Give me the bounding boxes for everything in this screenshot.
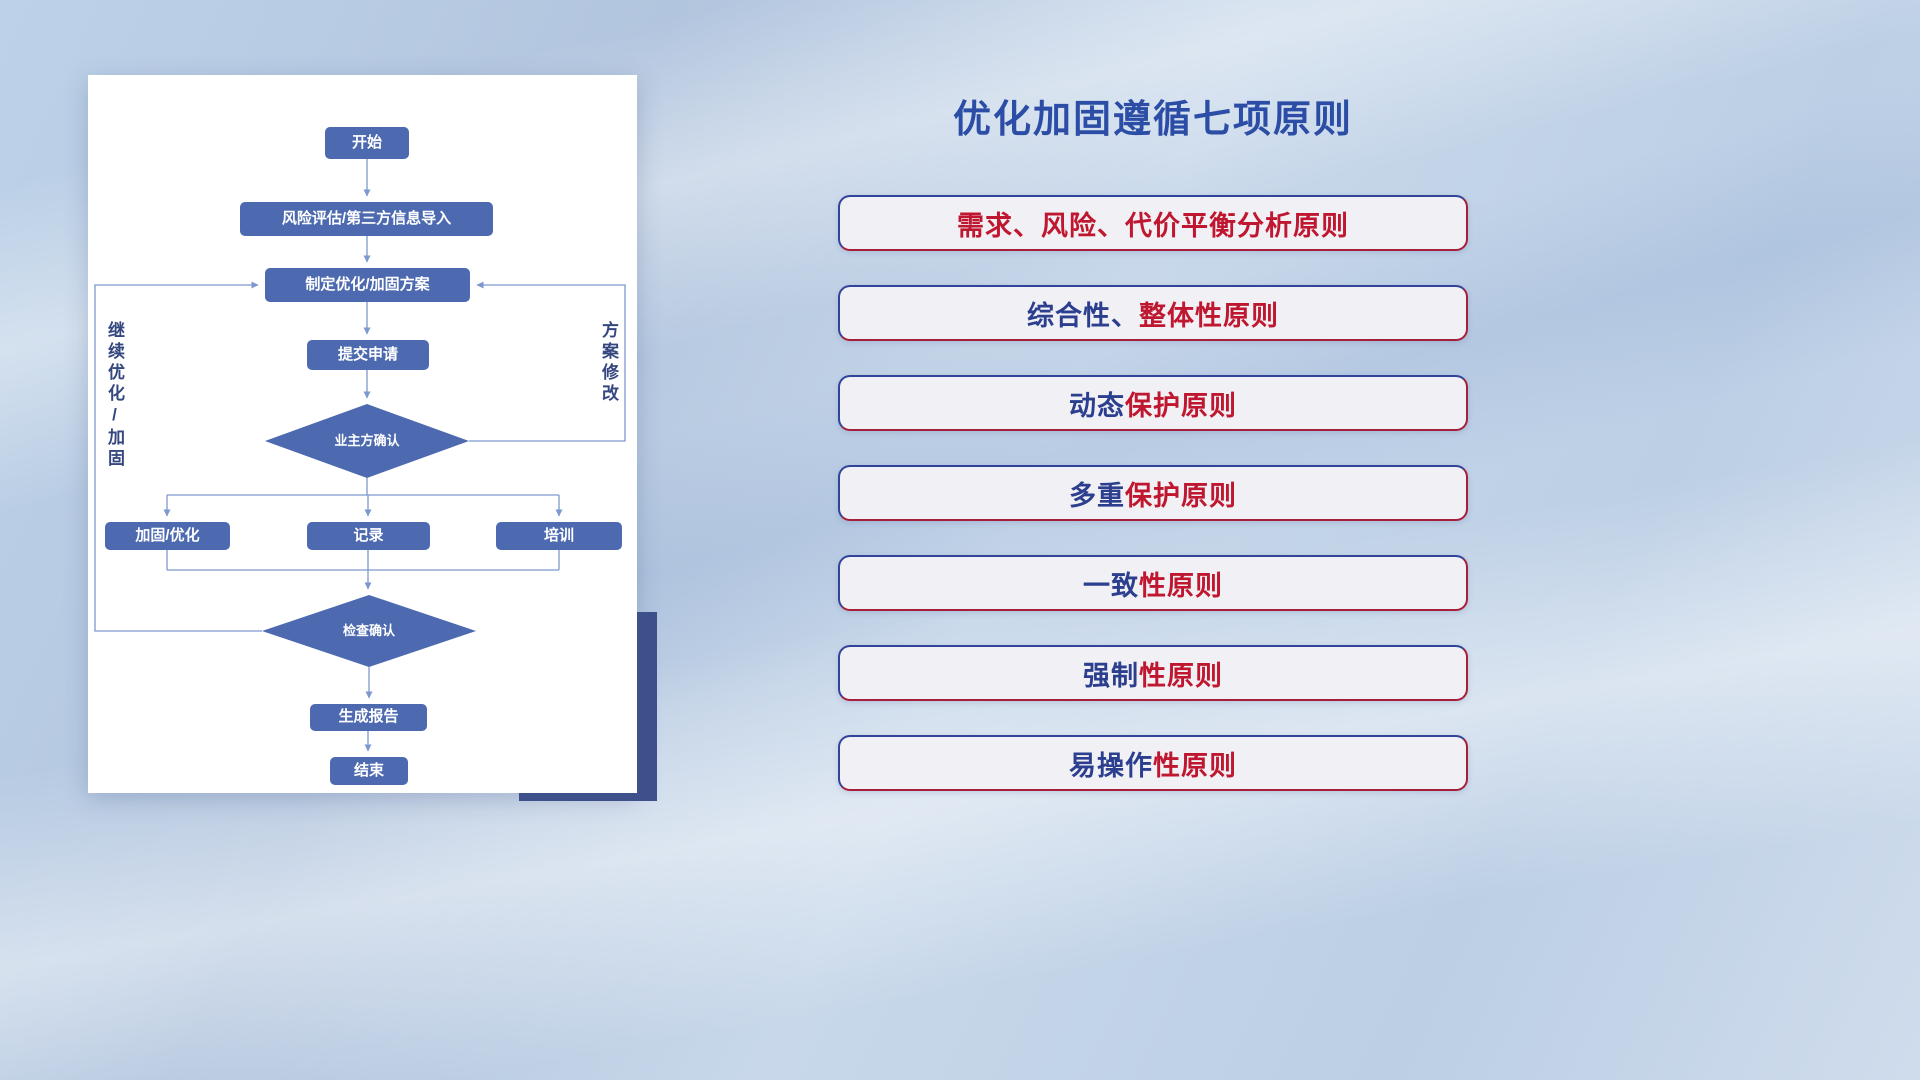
principle-item-6: 强制性原则 xyxy=(838,645,1468,701)
flowchart-node-risk: 风险评估/第三方信息导入 xyxy=(240,202,493,236)
flowchart-node-end: 结束 xyxy=(330,757,408,785)
principle-item-7: 易操作性原则 xyxy=(838,735,1468,791)
principle-item-4: 多重保护原则 xyxy=(838,465,1468,521)
principles-panel: 优化加固遵循七项原则 需求、风险、代价平衡分析原则综合性、整体性原则动态保护原则… xyxy=(838,88,1468,791)
principle-text: 多重 xyxy=(1069,480,1125,511)
principle-item-5: 一致性原则 xyxy=(838,555,1468,611)
flowchart-node-label: 风险评估/第三方信息导入 xyxy=(281,209,452,227)
flowchart-node-label: 检查确认 xyxy=(342,622,395,638)
principle-text: 动态 xyxy=(1069,390,1125,421)
flowchart-node-label: 开始 xyxy=(351,133,382,151)
flowchart-node-plan: 制定优化/加固方案 xyxy=(265,268,470,302)
flowchart-node-label: 生成报告 xyxy=(338,708,399,726)
principle-text: 性原则 xyxy=(1139,570,1223,601)
flowchart-node-record: 记录 xyxy=(307,522,430,550)
flowchart-node-label: 业主方确认 xyxy=(334,432,400,448)
flowchart-connectors xyxy=(94,159,626,752)
principles-list: 需求、风险、代价平衡分析原则综合性、整体性原则动态保护原则多重保护原则一致性原则… xyxy=(838,195,1468,791)
flowchart-node-label: 记录 xyxy=(353,526,384,544)
flowchart-card: 开始风险评估/第三方信息导入制定优化/加固方案提交申请业主方确认加固/优化 记录 培… xyxy=(88,75,637,793)
principle-text: 强制 xyxy=(1083,660,1139,691)
principle-text: 保护原则 xyxy=(1125,390,1237,421)
edge-label-modify-label: 方案修改 xyxy=(599,321,618,405)
flowchart-node-training: 培训 xyxy=(496,522,622,550)
principle-text: 性原则 xyxy=(1153,750,1237,781)
flowchart-node-label: 制定优化/加固方案 xyxy=(305,275,430,293)
flowchart-node-start: 开始 xyxy=(325,127,409,159)
principle-text: 保护原则 xyxy=(1125,480,1237,511)
principle-text: 一致 xyxy=(1083,570,1139,601)
principle-item-2: 综合性、整体性原则 xyxy=(838,285,1468,341)
principle-item-3: 动态保护原则 xyxy=(838,375,1468,431)
principle-item-1: 需求、风险、代价平衡分析原则 xyxy=(838,195,1468,251)
flowchart-node-reinforce: 加固/优化 xyxy=(105,522,230,550)
principle-text: 易操作 xyxy=(1069,750,1153,781)
flowchart-node-report: 生成报告 xyxy=(310,704,427,731)
principle-text: 需求、风险、代价平衡分析原则 xyxy=(957,210,1349,241)
flowchart-node-label: 结束 xyxy=(353,761,384,779)
flowchart-node-submit: 提交申请 xyxy=(307,340,429,370)
page-title: 优化加固遵循七项原则 xyxy=(952,99,1353,141)
principle-text: 综合性、 xyxy=(1027,300,1139,331)
flowchart-node-label: 加固/优化 xyxy=(135,526,200,544)
flowchart-node-label: 提交申请 xyxy=(337,345,398,363)
principle-text: 整体性原则 xyxy=(1139,300,1279,331)
principle-text: 性原则 xyxy=(1139,660,1223,691)
edge-label-continue-label: 继续优化/加固 xyxy=(105,321,124,470)
flowchart-node-label: 培训 xyxy=(543,526,574,544)
